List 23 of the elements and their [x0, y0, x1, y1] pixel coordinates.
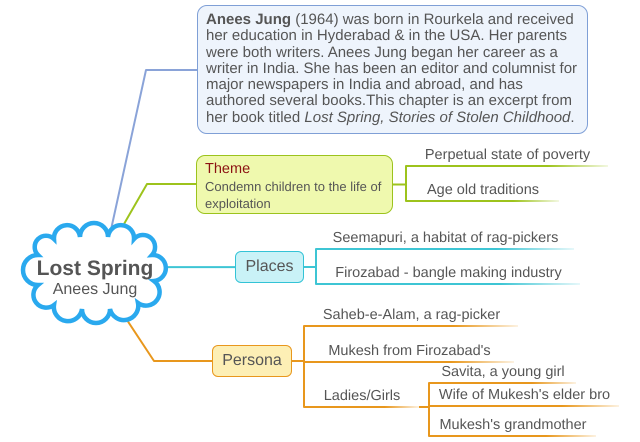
underlined-branch-text: Savita, a young girl: [430, 364, 576, 384]
topic-box: Persona: [212, 345, 292, 377]
branch-line: [122, 183, 196, 226]
topic-box: Places: [235, 251, 304, 283]
underlined-branch-text: Mukesh from Firozabad's: [305, 343, 514, 363]
topic-box: [196, 155, 393, 214]
underlined-branch-text: Perpetual state of poverty: [407, 147, 608, 167]
underlined-branch-text: Ladies/Girls: [305, 388, 419, 408]
underlined-branch-text: Age old traditions: [407, 182, 559, 202]
branch-line: [126, 319, 212, 362]
underlined-branch-text: Firozabad - bangle making industry: [317, 265, 580, 285]
underlined-branch-text: Saheb-e-Alam, a rag-picker: [305, 307, 518, 327]
underlined-branch-text: Wife of Mukesh's elder bro: [430, 387, 619, 407]
branch-line: [166, 266, 235, 268]
biography-card: Anees Jung (1964) was born in Rourkela and received her education in Hyderabad & in the USA. Her parents were both writers. Anees Jung began her career as a writer in India. She has been an editor and columnist for major newspapers in India and abroad, and has authored several books.This chapter is an excerpt from her book titled Lost Spring, Stories of Stolen Childhood.: [197, 5, 588, 134]
underlined-branch-text: Seemapuri, a habitat of rag-pickers: [317, 230, 574, 250]
central-topic-title: Lost Spring: [36, 257, 154, 280]
underlined-branch-text: Mukesh's grandmother: [430, 417, 596, 437]
topic-description: Condemn children to the life of exploitation: [205, 178, 382, 212]
topic-heading: Theme: [205, 161, 252, 178]
branch-line: [292, 360, 306, 408]
central-topic-subtitle: Anees Jung: [52, 280, 138, 299]
central-topic-cloud: [20, 219, 170, 327]
